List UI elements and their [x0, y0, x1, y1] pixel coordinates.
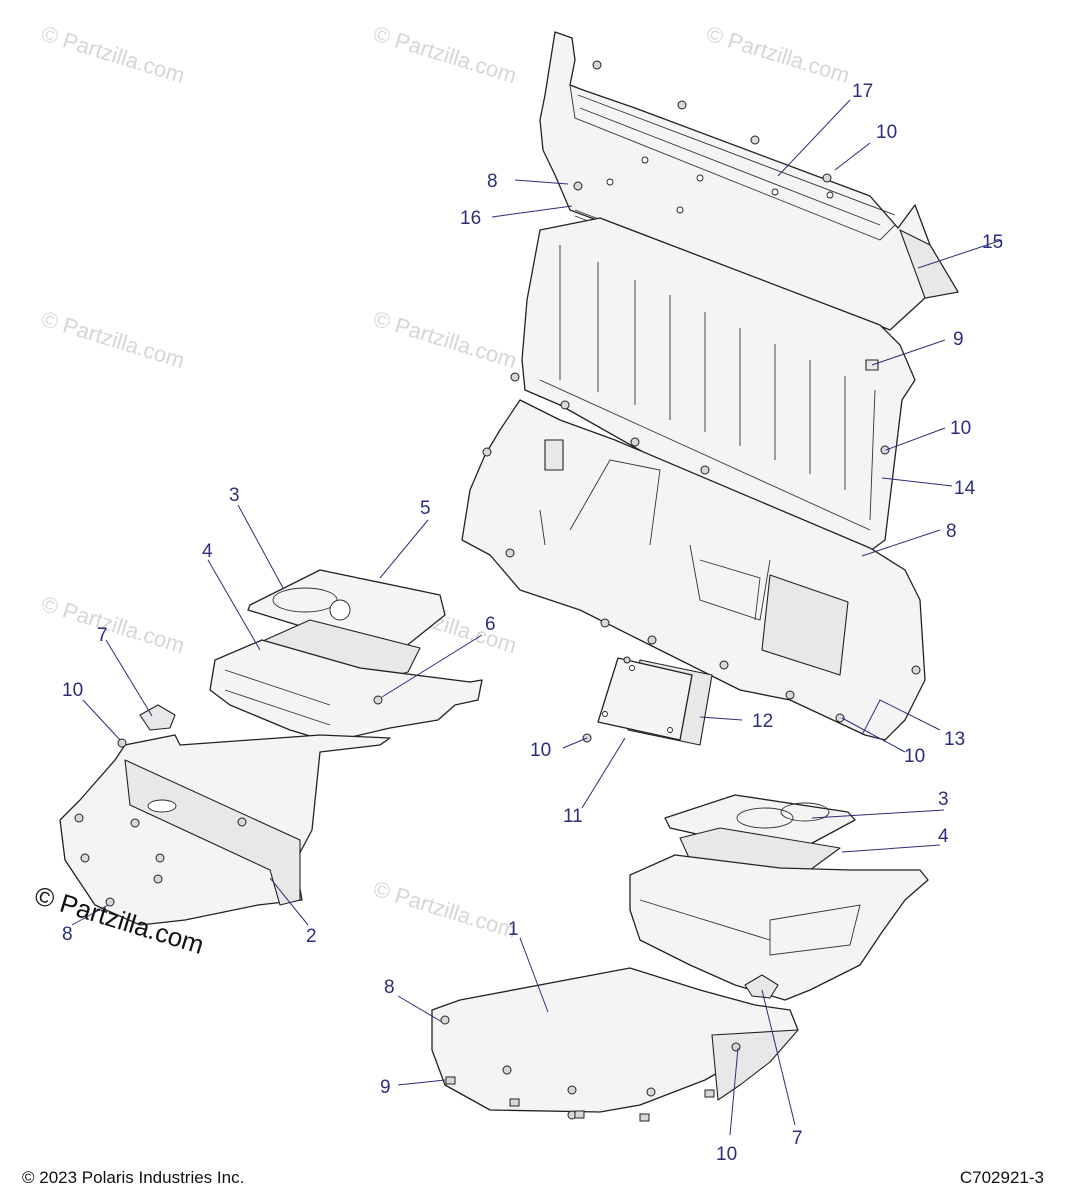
access-cover [582, 656, 713, 746]
callout-1: 1 [508, 919, 519, 940]
lower-rear-bulkhead [461, 399, 926, 741]
callout-13: 13 [944, 729, 965, 750]
callout-10: 10 [62, 680, 83, 701]
mid-rear-panel [510, 217, 916, 561]
callout-10: 10 [876, 122, 897, 143]
callout-10: 10 [530, 740, 551, 761]
callout-9: 9 [953, 329, 964, 350]
callout-11: 11 [563, 806, 583, 827]
callout-17: 17 [852, 81, 873, 102]
callout-3: 3 [938, 789, 949, 810]
callout-9: 9 [380, 1077, 391, 1098]
watermark: © Partzilla.com [371, 21, 520, 88]
callout-8: 8 [384, 977, 395, 998]
callout-15: 15 [982, 232, 1003, 253]
right-storage-box [629, 794, 929, 1001]
callout-8: 8 [487, 171, 498, 192]
callout-12: 12 [752, 711, 773, 732]
left-floor-pan [59, 704, 391, 926]
upper-trim-panel [539, 31, 959, 331]
callout-5: 5 [420, 498, 431, 519]
left-storage-box [209, 569, 483, 743]
callouts: 17 10 8 16 15 9 10 14 8 12 13 10 10 11 3… [62, 81, 1003, 1165]
watermark: © Partzilla.com [39, 21, 188, 88]
callout-3: 3 [229, 485, 240, 506]
callout-10: 10 [904, 746, 925, 767]
diagram-code: C702921-3 [959, 1168, 1044, 1187]
callout-6: 6 [485, 614, 496, 635]
callout-14: 14 [954, 478, 976, 499]
watermark: © Partzilla.com [39, 306, 188, 373]
callout-7: 7 [97, 625, 108, 646]
watermark: © Partzilla.com [371, 876, 520, 943]
watermark: © Partzilla.com [39, 591, 188, 658]
copyright-text: © 2023 Polaris Industries Inc. [22, 1168, 245, 1187]
callout-10: 10 [716, 1144, 737, 1165]
callout-4: 4 [202, 541, 213, 562]
callout-4: 4 [938, 826, 949, 847]
leader-lines [71, 99, 1003, 1136]
watermark: © Partzilla.com [371, 306, 520, 373]
callout-2: 2 [306, 926, 317, 947]
watermark: © Partzilla.com [704, 21, 853, 88]
right-floor-pan [431, 967, 799, 1122]
callout-7: 7 [792, 1128, 803, 1149]
callout-8: 8 [62, 924, 73, 945]
callout-16: 16 [460, 208, 481, 229]
callout-8: 8 [946, 521, 957, 542]
callout-10: 10 [950, 418, 971, 439]
